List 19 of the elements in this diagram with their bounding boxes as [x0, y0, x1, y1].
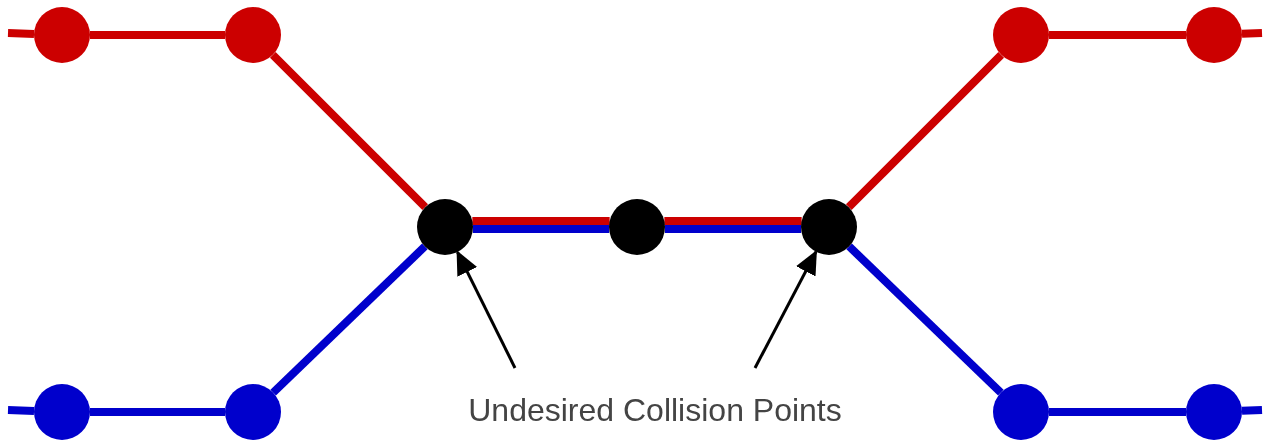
track-line: [846, 243, 1004, 396]
note-text: Undesired Collision Points: [468, 394, 842, 426]
track-line: [7, 406, 35, 415]
track-line: [270, 243, 428, 396]
track-line: [472, 217, 610, 225]
track-line: [1049, 31, 1186, 39]
leader-arrow: [456, 250, 517, 369]
track-line: [1241, 29, 1263, 38]
track-line: [269, 51, 429, 211]
track-line: [90, 31, 225, 39]
leader-arrow: [753, 250, 818, 369]
track-line: [664, 217, 802, 225]
track-line: [7, 29, 35, 38]
track-line: [1049, 408, 1186, 416]
track-line: [664, 225, 802, 233]
track-line: [90, 408, 225, 416]
track-line: [1241, 406, 1263, 415]
track-line: [472, 225, 610, 233]
track-line: [845, 51, 1005, 211]
